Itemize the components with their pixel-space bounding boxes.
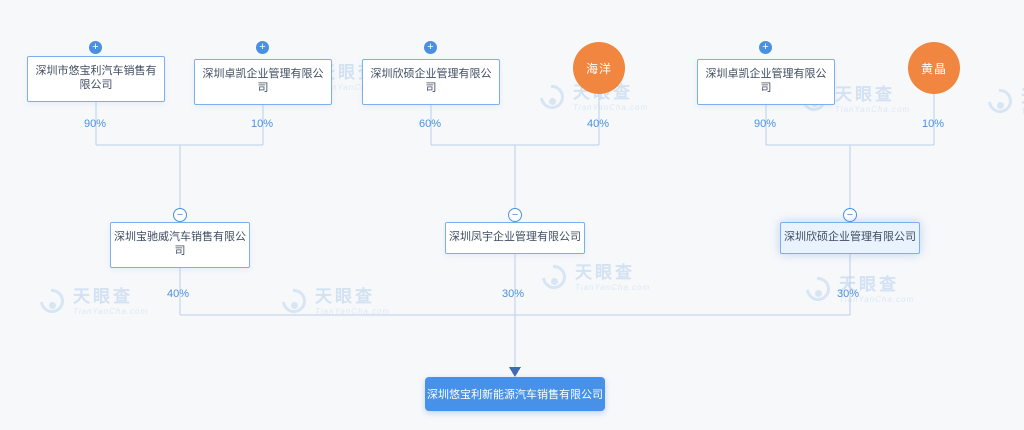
expand-icon[interactable]: +: [424, 41, 437, 54]
shareholder-person-node[interactable]: 黄晶: [908, 42, 960, 94]
ownership-percent-label: 60%: [418, 118, 442, 130]
ownership-percent-label: 30%: [836, 288, 860, 300]
shareholder-company-node[interactable]: 深圳欣硕企业管理有限公司: [362, 59, 500, 105]
shareholder-company-node[interactable]: 深圳卓凯企业管理有限公司: [194, 59, 332, 105]
shareholder-person-node[interactable]: 海洋: [573, 42, 625, 94]
expand-icon[interactable]: +: [256, 41, 269, 54]
ownership-percent-label: 90%: [83, 118, 107, 130]
ownership-percent-label: 40%: [166, 288, 190, 300]
ownership-percent-label: 10%: [250, 118, 274, 130]
ownership-percent-label: 90%: [753, 118, 777, 130]
expand-icon[interactable]: +: [89, 41, 102, 54]
intermediate-company-node[interactable]: 深圳欣硕企业管理有限公司: [780, 222, 920, 254]
intermediate-company-node[interactable]: 深圳宝驰威汽车销售有限公司: [110, 222, 250, 268]
ownership-percent-label: 30%: [501, 288, 525, 300]
ownership-percent-label: 10%: [921, 118, 945, 130]
ownership-percent-label: 40%: [586, 118, 610, 130]
shareholder-company-node[interactable]: 深圳卓凯企业管理有限公司: [697, 59, 835, 105]
target-company-node[interactable]: 深圳悠宝利新能源汽车销售有限公司: [425, 377, 605, 411]
intermediate-company-node[interactable]: 深圳凤宇企业管理有限公司: [445, 222, 585, 254]
expand-icon[interactable]: +: [759, 41, 772, 54]
collapse-icon[interactable]: −: [508, 208, 522, 222]
collapse-icon[interactable]: −: [843, 208, 857, 222]
shareholder-company-node[interactable]: 深圳市悠宝利汽车销售有限公司: [27, 56, 165, 102]
collapse-icon[interactable]: −: [173, 208, 187, 222]
down-arrow-icon: [509, 367, 521, 377]
